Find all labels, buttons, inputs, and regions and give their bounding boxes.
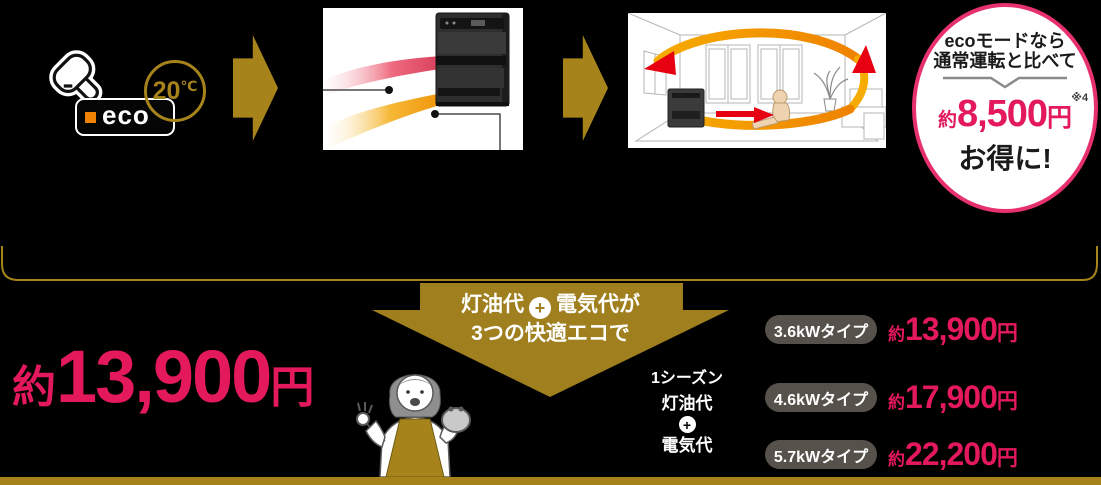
heater-airflow-image bbox=[323, 8, 523, 150]
type-pill: 4.6kWタイプ bbox=[765, 383, 877, 412]
savings-badge-line1: ecoモードなら bbox=[944, 31, 1066, 51]
arrow-right-icon bbox=[563, 35, 608, 141]
savings-footnote: ※4 bbox=[1071, 92, 1089, 104]
season-cost-label: 1シーズン 灯油代 + 電気代 bbox=[632, 369, 742, 455]
arrow-right-icon bbox=[233, 35, 278, 141]
row-amount: 22,200 bbox=[905, 436, 998, 472]
season-electricity-label: 電気代 bbox=[661, 436, 713, 455]
total-approx: 約 bbox=[12, 363, 56, 412]
type-pill: 5.7kWタイプ bbox=[765, 440, 877, 469]
row-unit: 円 bbox=[996, 322, 1018, 345]
eco-button-label: eco bbox=[102, 99, 150, 130]
row-amount: 13,900 bbox=[905, 311, 998, 347]
savings-badge-line3: お得に! bbox=[958, 143, 1052, 174]
savings-value: 8,500 bbox=[956, 93, 1048, 135]
savings-badge-line2: 通常運転と比べて bbox=[933, 51, 1077, 71]
savings-approx: 約 bbox=[937, 110, 957, 131]
temperature-unit: ℃ bbox=[180, 77, 198, 94]
banner-line2: 3つの快適エコで bbox=[471, 322, 630, 345]
row-unit: 円 bbox=[996, 390, 1018, 413]
plus-circle-icon: + bbox=[678, 416, 696, 433]
temperature-badge: 20 ℃ bbox=[144, 60, 206, 122]
season-kerosene-label: 灯油代 bbox=[661, 394, 713, 413]
row-amount: 17,900 bbox=[905, 379, 998, 415]
total-amount: 13,900 bbox=[56, 335, 272, 418]
row-approx: 約 bbox=[888, 393, 905, 412]
eco-button-led-icon bbox=[85, 111, 96, 123]
season-line1: 1シーズン bbox=[650, 370, 724, 387]
woman-illustration bbox=[356, 374, 471, 477]
bottom-gold-bar bbox=[0, 477, 1101, 485]
plus-circle-icon: + bbox=[529, 297, 551, 319]
type-pill: 3.6kWタイプ bbox=[765, 315, 877, 344]
banner-electricity-label: 電気代が bbox=[556, 293, 640, 316]
banner-line1: 灯油代+電気代が bbox=[372, 290, 729, 319]
total-unit: 円 bbox=[270, 363, 315, 412]
row-approx: 約 bbox=[888, 450, 905, 469]
row-unit: 円 bbox=[996, 447, 1018, 470]
savings-unit: 円 bbox=[1047, 104, 1073, 132]
row-approx: 約 bbox=[888, 325, 905, 344]
banner-kerosene-label: 灯油代 bbox=[461, 293, 524, 316]
divider-arrow-icon bbox=[943, 76, 1067, 89]
temperature-value: 20 bbox=[152, 76, 181, 105]
hand-cursor-icon bbox=[49, 50, 103, 105]
room-airflow-image bbox=[627, 12, 887, 148]
